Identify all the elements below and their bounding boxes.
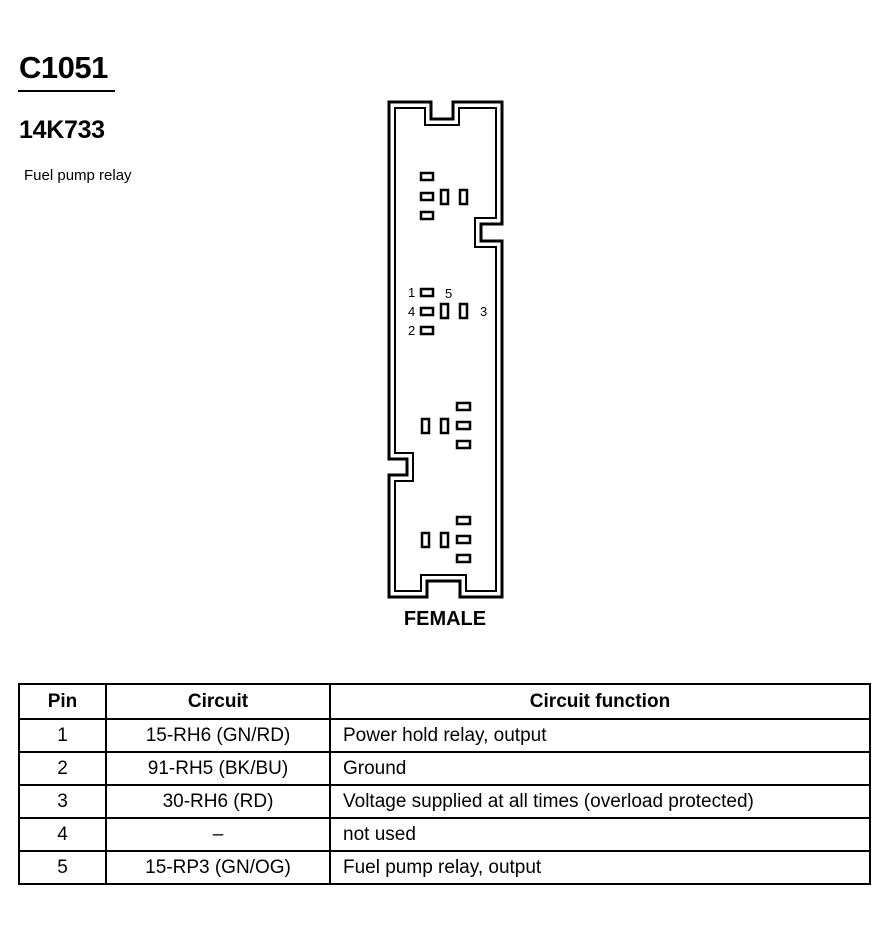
terminal-cavity	[455, 534, 472, 545]
cell-circuit: 91-RH5 (BK/BU)	[105, 751, 331, 786]
terminal-cavity-pin-1	[419, 287, 435, 298]
terminal-cavity	[439, 188, 450, 206]
table-row: 5 15-RP3 (GN/OG) Fuel pump relay, output	[18, 850, 871, 885]
table-row: 3 30-RH6 (RD) Voltage supplied at all ti…	[18, 784, 871, 819]
connector-face-diagram: 1 5 4 3 2	[387, 100, 504, 599]
cell-pin: 2	[18, 751, 107, 786]
terminal-cavity	[458, 188, 469, 206]
cell-function: Voltage supplied at all times (overload …	[329, 784, 871, 819]
connector-housing-inner	[394, 107, 497, 592]
table-row: 4 – not used	[18, 817, 871, 852]
terminal-cavity	[439, 417, 450, 435]
pin-table: Pin Circuit Circuit function 1 15-RH6 (G…	[18, 683, 871, 885]
table-row: 1 15-RH6 (GN/RD) Power hold relay, outpu…	[18, 718, 871, 753]
terminal-cavity	[455, 439, 472, 450]
cell-function: Ground	[329, 751, 871, 786]
terminal-cavity	[420, 531, 431, 549]
terminal-cavity	[455, 553, 472, 564]
terminal-cavity	[455, 401, 472, 412]
header-circuit: Circuit	[105, 683, 331, 720]
cell-function: Power hold relay, output	[329, 718, 871, 753]
header-circuit-function: Circuit function	[329, 683, 871, 720]
cell-function: not used	[329, 817, 871, 852]
connector-description: Fuel pump relay	[24, 167, 132, 184]
cell-pin: 5	[18, 850, 107, 885]
connector-gender-label: FEMALE	[403, 608, 487, 630]
pin-label-1: 1	[408, 285, 415, 300]
cell-circuit: –	[105, 817, 331, 852]
terminal-cavity	[419, 171, 435, 182]
part-number: 14K733	[19, 116, 105, 144]
connector-housing-outer	[387, 100, 504, 599]
cell-circuit: 15-RH6 (GN/RD)	[105, 718, 331, 753]
table-row: 2 91-RH5 (BK/BU) Ground	[18, 751, 871, 786]
terminal-cavity	[419, 191, 435, 202]
cell-circuit: 30-RH6 (RD)	[105, 784, 331, 819]
terminal-cavity	[420, 417, 431, 435]
terminal-cavity-pin-4	[419, 306, 435, 317]
terminal-cavity	[455, 420, 472, 431]
terminal-cavity	[439, 531, 450, 549]
pin-label-2: 2	[408, 323, 415, 338]
connector-id-underline	[18, 90, 115, 92]
terminal-cavity-pin-2	[419, 325, 435, 336]
connector-id: C1051	[19, 50, 108, 85]
pin-table-header-row: Pin Circuit Circuit function	[18, 683, 871, 720]
cell-circuit: 15-RP3 (GN/OG)	[105, 850, 331, 885]
terminal-cavity-pin-3	[458, 302, 469, 320]
cell-pin: 1	[18, 718, 107, 753]
cell-function: Fuel pump relay, output	[329, 850, 871, 885]
terminal-cavity	[419, 210, 435, 221]
cell-pin: 3	[18, 784, 107, 819]
terminal-cavity	[455, 515, 472, 526]
cell-pin: 4	[18, 817, 107, 852]
pin-label-3: 3	[480, 304, 487, 319]
header-pin: Pin	[18, 683, 107, 720]
pin-label-5: 5	[445, 286, 452, 301]
pin-label-4: 4	[408, 304, 415, 319]
terminal-cavity-pin-5	[439, 302, 450, 320]
